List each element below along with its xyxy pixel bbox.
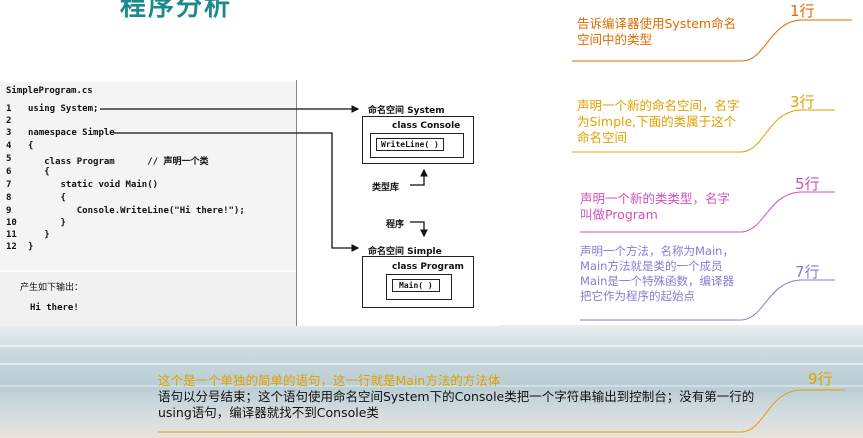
code-box	[0, 82, 296, 270]
code-line: Console.WriteLine("Hi there!");	[28, 206, 245, 216]
line-number: 3	[6, 128, 12, 138]
bottom-note-line2: 语句以分号结束；这个语句使用命名空间System下的Console类把一个字符串…	[158, 389, 755, 420]
namespace-system-label: 命名空间 System	[368, 106, 445, 116]
note-line-1: 告诉编译器使用System命名空间中的类型	[577, 16, 737, 47]
line-number: 2	[6, 116, 12, 126]
line-number: 7	[6, 180, 12, 190]
note-num-3: 3行	[790, 93, 815, 111]
note-line-3: 声明一个新的命名空间，名字为Simple,下面的类属于这个命名空间	[577, 98, 740, 145]
line-number: 5	[6, 154, 12, 164]
note-line-7: 声明一个方法，名称为Main，Main方法就是类的一个成员 Main是一个特殊函…	[580, 244, 734, 303]
callout-line-3	[572, 109, 835, 153]
note-line-5: 声明一个新的类类型，名字叫做Program	[580, 191, 731, 222]
note-num-1: 1行	[790, 2, 815, 20]
note-num-5: 5行	[795, 175, 820, 193]
bottom-note-line1: 这个是一个单独的简单的语句，这一行就是Main方法的方法体	[158, 373, 501, 388]
callout-line-5	[580, 191, 835, 233]
code-line: class Program // 声明一个类	[28, 157, 209, 167]
code-line: static void Main()	[28, 180, 159, 190]
code-line: }	[28, 230, 50, 240]
line-number: 8	[6, 193, 12, 203]
code-line: }	[28, 218, 66, 228]
callout-line-7	[580, 279, 835, 321]
line-number: 6	[6, 167, 12, 177]
class-console-label: class Console	[392, 121, 461, 131]
note-num-9: 9行	[808, 370, 833, 388]
slide-title: 程序分析	[120, 0, 233, 22]
line-number: 10	[6, 218, 17, 228]
code-line: }	[28, 242, 34, 252]
callout-line-1	[572, 19, 852, 62]
code-line: {	[28, 167, 50, 177]
code-line: {	[28, 141, 34, 151]
namespace-simple-label: 命名空间 Simple	[368, 247, 442, 257]
writeline-box: WriteLine( )	[376, 138, 444, 151]
output-label: 产生如下输出：	[20, 283, 84, 293]
divider	[296, 80, 297, 326]
program-label: 程序	[386, 220, 405, 230]
callout-line-9	[158, 389, 845, 433]
bottom-note: 这个是一个单独的简单的语句，这一行就是Main方法的方法体 语句以分号结束；这个…	[158, 373, 758, 421]
code-line: namespace Simple	[28, 128, 115, 138]
sea-background	[0, 325, 863, 438]
main-box: Main( )	[392, 279, 440, 292]
arrow-program	[410, 221, 428, 238]
arrow-type-library	[410, 168, 428, 186]
note-num-7: 7行	[795, 263, 820, 281]
line-number: 1	[6, 104, 12, 114]
code-line: using System;	[28, 104, 99, 114]
class-program-label: class Program	[392, 262, 464, 272]
line-number: 9	[6, 206, 12, 216]
output-box	[0, 272, 296, 326]
line-number: 4	[6, 141, 12, 151]
code-line: {	[28, 193, 66, 203]
line-number: 12	[6, 242, 17, 252]
line-number: 11	[6, 230, 17, 240]
code-filename: SimpleProgram.cs	[6, 86, 93, 96]
output-text: Hi there!	[30, 303, 79, 313]
arrow-namespace-simple	[114, 132, 360, 252]
type-library-label: 类型库	[372, 183, 400, 193]
